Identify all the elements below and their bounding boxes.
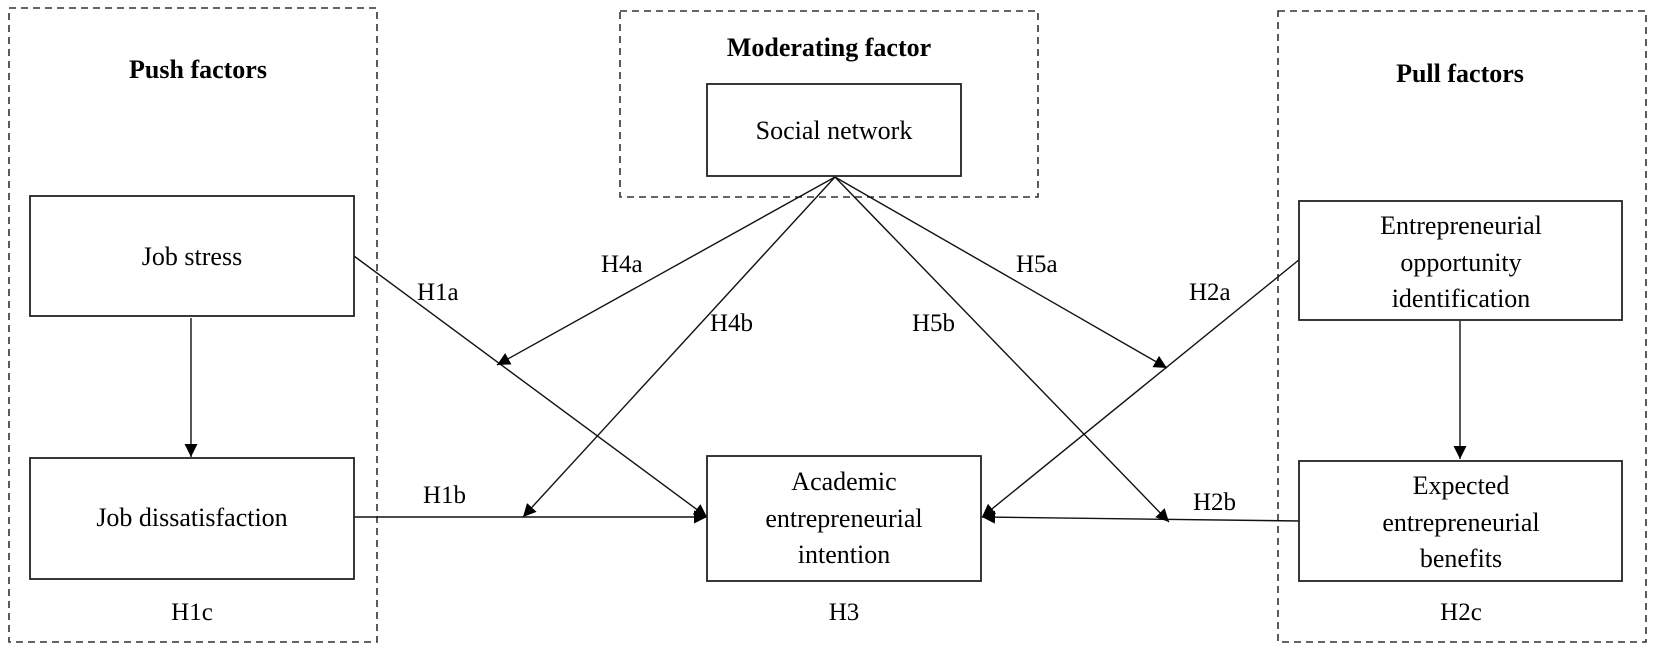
moderating-factor-title: Moderating factor xyxy=(727,33,931,62)
job-stress-label: Job stress xyxy=(142,242,242,271)
opportunity-identification-line-1: Entrepreneurial xyxy=(1380,211,1542,240)
social-network-label: Social network xyxy=(756,116,913,145)
job-dissatisfaction-label: Job dissatisfaction xyxy=(96,503,287,532)
job-stress-box xyxy=(29,195,355,317)
edge-social-network-to-h1a xyxy=(496,176,836,366)
expected-benefits-line-2: entrepreneurial xyxy=(1382,508,1539,537)
edge-benefits-to-intention xyxy=(981,510,1301,524)
edge-social-network-to-h2b xyxy=(834,176,1170,523)
hypothesis-h2a: H2a xyxy=(1189,279,1231,306)
academic-intention-line-2: entrepreneurial xyxy=(765,504,922,533)
opportunity-identification-box xyxy=(1298,200,1623,321)
hypothesis-h5b: H5b xyxy=(912,310,955,337)
hypothesis-h4a: H4a xyxy=(601,251,643,278)
job-dissatisfaction-box xyxy=(29,457,355,580)
social-network-box xyxy=(706,83,962,177)
pull-factors-title: Pull factors xyxy=(1396,59,1524,88)
hypothesis-h2b: H2b xyxy=(1193,489,1236,516)
hypothesis-h3: H3 xyxy=(829,599,860,626)
edge-social-network-to-h1b xyxy=(522,176,836,518)
edge-job-stress-to-intention xyxy=(353,255,708,518)
academic-intention-line-1: Academic xyxy=(791,467,896,496)
hypothesis-h1c: H1c xyxy=(171,599,213,626)
hypothesis-h5a: H5a xyxy=(1016,251,1058,278)
hypothesis-h1a: H1a xyxy=(417,279,459,306)
expected-benefits-line-3: benefits xyxy=(1420,544,1502,573)
hypothesis-h4b: H4b xyxy=(710,310,753,337)
edge-social-network-to-h2a xyxy=(834,176,1168,369)
moderating-factor-group xyxy=(619,10,1039,198)
academic-intention-box xyxy=(706,455,982,582)
expected-benefits-line-1: Expected xyxy=(1413,471,1510,500)
expected-benefits-box xyxy=(1298,460,1623,582)
push-factors-group xyxy=(8,7,378,643)
opportunity-identification-line-2: opportunity xyxy=(1400,248,1521,277)
hypothesis-h2c: H2c xyxy=(1440,599,1482,626)
pull-factors-group xyxy=(1277,10,1647,643)
hypothesis-h1b: H1b xyxy=(423,482,466,509)
academic-intention-line-3: intention xyxy=(798,540,890,569)
opportunity-identification-line-3: identification xyxy=(1392,284,1531,313)
edge-opportunity-to-intention xyxy=(981,258,1301,518)
push-factors-title: Push factors xyxy=(129,55,267,84)
